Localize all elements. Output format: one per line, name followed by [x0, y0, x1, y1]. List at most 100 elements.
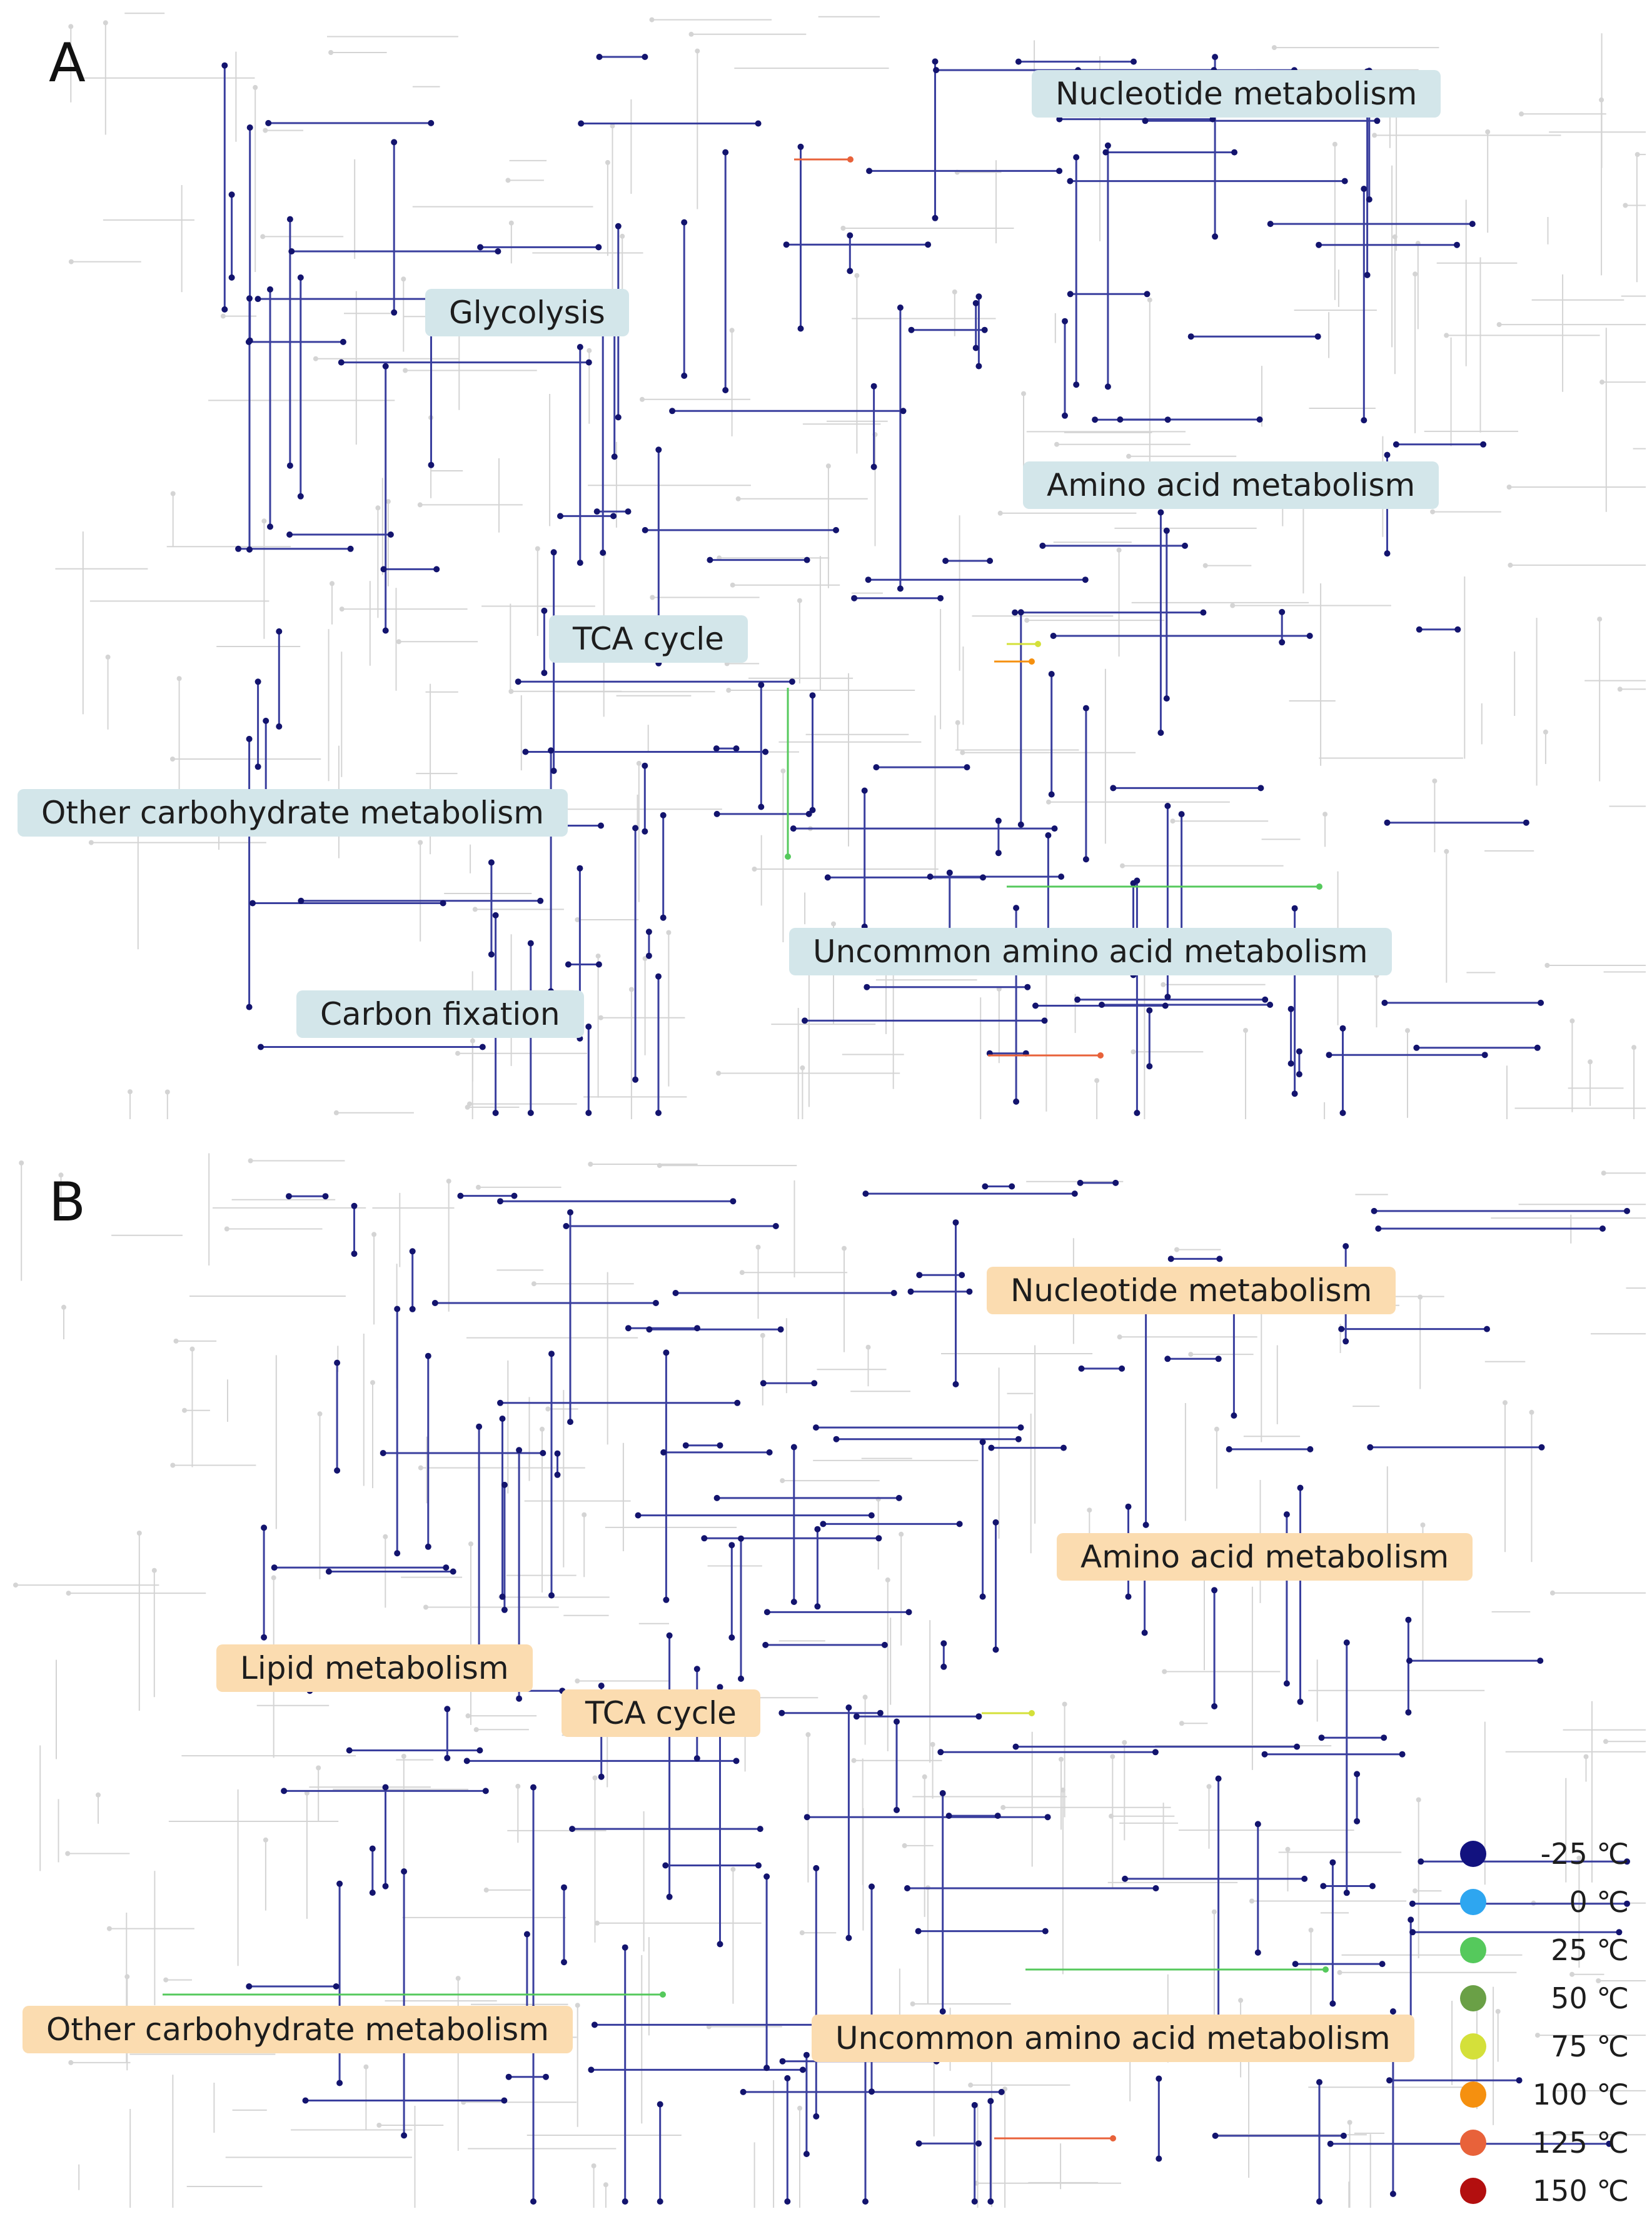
active-metabolite-node — [382, 627, 389, 634]
background-metabolite-node — [729, 328, 735, 333]
background-metabolite-node — [1588, 1059, 1593, 1065]
active-metabolite-node — [625, 508, 632, 515]
active-metabolite-node — [657, 2198, 663, 2205]
active-metabolite-node — [409, 1248, 416, 1255]
background-metabolite-node — [1117, 1334, 1122, 1340]
active-metabolite-node — [450, 1568, 456, 1575]
active-metabolite-node — [833, 1436, 840, 1442]
temperature-colored-node — [785, 853, 791, 860]
active-metabolite-node — [805, 810, 812, 817]
background-metabolite-node — [831, 921, 836, 927]
legend-swatch — [1460, 1841, 1486, 1867]
active-metabolite-node — [952, 1219, 959, 1226]
background-metabolite-node — [1147, 297, 1152, 303]
active-metabolite-nodes — [221, 54, 1544, 1116]
active-metabolite-node — [501, 1481, 508, 1488]
active-metabolite-node — [980, 874, 986, 881]
background-pathway-grid — [13, 1153, 1646, 2208]
active-metabolite-node — [853, 1713, 860, 1720]
background-metabolite-node — [902, 1843, 907, 1848]
background-metabolite-node — [1000, 1804, 1006, 1810]
background-metabolite-node — [739, 1270, 745, 1276]
background-metabolite-node — [628, 987, 634, 992]
background-metabolite-node — [695, 48, 700, 54]
active-metabolite-node — [246, 124, 253, 131]
background-metabolite-node — [363, 2064, 369, 2070]
active-metabolite-node — [1163, 695, 1170, 702]
active-metabolite-node — [1399, 1751, 1406, 1758]
active-metabolite-node — [578, 120, 585, 127]
background-metabolite-node — [910, 2001, 915, 2006]
active-metabolite-node — [869, 1883, 875, 1890]
background-metabolite-node — [19, 1160, 24, 1165]
active-metabolite-node — [1157, 730, 1164, 736]
active-metabolite-node — [1316, 2079, 1322, 2086]
active-metabolite-node — [1537, 1658, 1544, 1664]
active-metabolite-node — [1013, 1098, 1020, 1105]
active-metabolite-node — [1015, 58, 1022, 65]
active-metabolite-node — [1386, 2077, 1393, 2084]
active-metabolite-node — [1343, 1889, 1350, 1896]
active-metabolite-node — [847, 232, 854, 239]
background-metabolite-node — [339, 606, 345, 612]
active-metabolite-node — [1257, 785, 1264, 792]
background-metabolite-node — [968, 2082, 974, 2088]
active-metabolite-node — [972, 345, 979, 351]
region-uncommon-amino-acid-metabolism: Uncommon amino acid metabolism — [789, 928, 1392, 975]
active-metabolite-node — [646, 1326, 653, 1333]
background-metabolite-node — [1597, 616, 1603, 622]
panel-b: B Nucleotide metabolism Amino acid metab… — [0, 1138, 1652, 2214]
background-metabolite-node — [603, 2182, 608, 2188]
background-metabolite-node — [1179, 1721, 1184, 1726]
active-metabolite-node — [428, 461, 435, 468]
background-metabolite-node — [1495, 2009, 1501, 2014]
active-metabolite-node — [591, 2021, 598, 2028]
active-metabolite-node — [515, 678, 521, 685]
background-metabolite-node — [1503, 1400, 1508, 1406]
background-metabolite-node — [271, 1575, 276, 1581]
active-metabolite-node — [382, 363, 389, 370]
background-metabolite-node — [610, 123, 615, 129]
active-metabolite-node — [1073, 154, 1080, 161]
active-metabolite-node — [713, 810, 720, 817]
region-uncommon-amino-acid-metabolism: Uncommon amino acid metabolism — [812, 2015, 1414, 2062]
active-metabolite-node — [271, 1564, 278, 1571]
active-metabolite-node — [1314, 333, 1321, 340]
active-metabolite-node — [862, 2198, 869, 2205]
active-metabolite-node — [694, 1325, 700, 1332]
active-metabolite-node — [1074, 996, 1081, 1003]
background-metabolite-node — [1405, 1028, 1410, 1034]
active-metabolite-node — [995, 850, 1002, 857]
background-metabolite-node — [248, 1158, 253, 1164]
active-metabolite-node — [802, 1017, 808, 1024]
active-metabolite-node — [975, 363, 982, 370]
active-metabolite-node — [561, 1884, 567, 1891]
active-metabolite-node — [869, 2088, 875, 2095]
background-metabolite-node — [545, 1406, 551, 1412]
active-metabolite-node — [814, 1603, 821, 1610]
active-metabolite-node — [1164, 1356, 1171, 1362]
active-metabolite-node — [1256, 416, 1263, 423]
active-metabolite-node — [1320, 1883, 1327, 1889]
active-metabolite-node — [845, 1704, 852, 1711]
active-metabolite-node — [1117, 416, 1124, 423]
active-metabolite-node — [851, 595, 858, 601]
active-metabolite-node — [1326, 1052, 1332, 1059]
active-metabolite-node — [1480, 441, 1487, 448]
active-metabolite-node — [505, 2073, 512, 2080]
active-metabolite-node — [875, 1535, 882, 1542]
panel-letter: B — [49, 1171, 86, 1234]
background-metabolite-node — [591, 2163, 597, 2168]
active-metabolite-node — [1389, 2190, 1396, 2197]
background-metabolite-node — [468, 1541, 473, 1547]
background-metabolite-node — [752, 867, 757, 872]
active-metabolite-node — [763, 1873, 770, 1880]
background-metabolite-node — [1062, 1701, 1067, 1707]
active-metabolite-node — [516, 1695, 523, 1702]
background-metabolite-node — [1271, 45, 1277, 51]
active-metabolite-node — [1384, 819, 1391, 826]
active-metabolite-node — [1416, 626, 1423, 633]
background-metabolite-node — [1054, 441, 1059, 447]
active-metabolite-node — [1294, 1743, 1301, 1750]
active-metabolite-node — [495, 248, 501, 254]
